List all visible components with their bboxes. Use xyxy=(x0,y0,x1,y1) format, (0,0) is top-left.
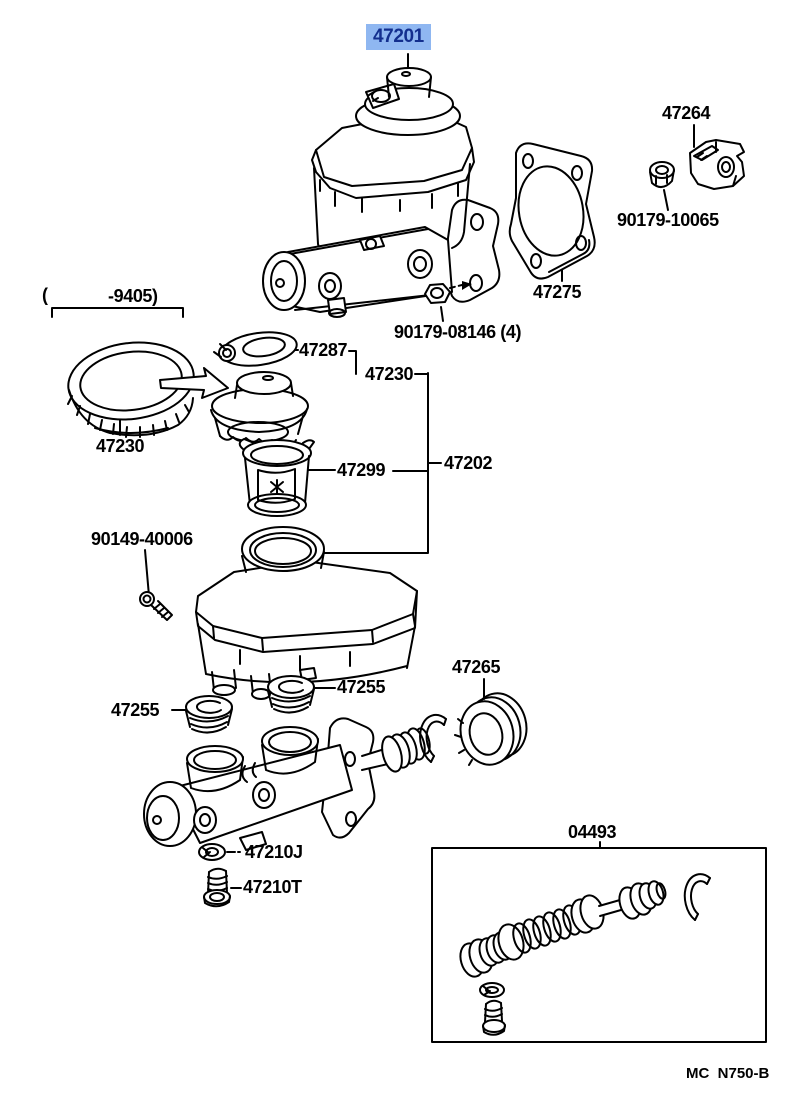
leader-lines xyxy=(51,53,695,889)
part-label-47264[interactable]: 47264 xyxy=(662,103,711,123)
part-label-47201[interactable]: 47201 xyxy=(366,24,431,50)
part-label-90179-10065[interactable]: 90179-10065 xyxy=(617,210,719,230)
bracket-47264-drawing xyxy=(689,139,745,190)
washer-47210J-drawing xyxy=(198,843,226,861)
part-label-47230-old[interactable]: 47230 xyxy=(96,436,145,456)
grommet-47255-left-drawing xyxy=(185,695,233,734)
screw-90149-40006-drawing xyxy=(139,591,173,621)
screw-47210T-drawing xyxy=(203,867,231,908)
part-label-47275[interactable]: 47275 xyxy=(533,282,582,302)
repair-kit-04493-drawing xyxy=(431,847,767,1043)
part-label-90149-40006[interactable]: 90149-40006 xyxy=(91,529,193,549)
model-range-label: -9405) xyxy=(108,286,158,306)
part-label-47255-left[interactable]: 47255 xyxy=(111,700,160,720)
strainer-47299-drawing xyxy=(238,438,315,517)
part-label-47202[interactable]: 47202 xyxy=(444,453,493,473)
upper-master-cylinder-drawing xyxy=(262,67,501,318)
part-label-47210J[interactable]: 47210J xyxy=(245,842,303,862)
part-label-47255-right[interactable]: 47255 xyxy=(337,677,386,697)
part-label-47265[interactable]: 47265 xyxy=(452,657,501,677)
reservoir-cap-47230-drawing xyxy=(210,371,309,445)
part-label-90179-08146[interactable]: 90179-08146 (4) xyxy=(394,322,522,342)
part-label-47230[interactable]: 47230 xyxy=(365,364,414,384)
grommet-47255-right-drawing xyxy=(267,675,315,714)
part-label-47287[interactable]: 47287 xyxy=(299,340,348,360)
lower-master-cylinder-drawing xyxy=(143,717,431,851)
float-47287-drawing xyxy=(213,331,298,367)
part-label-04493[interactable]: 04493 xyxy=(568,822,617,842)
nut-90179-08146-drawing xyxy=(424,281,472,304)
reservoir-cap-47230-old-drawing xyxy=(67,341,195,438)
snap-ring-drawing xyxy=(419,714,447,763)
part-label-47299[interactable]: 47299 xyxy=(337,460,386,480)
drawing-code: MC N750-B xyxy=(686,1065,770,1082)
model-range-open-paren: ( xyxy=(42,285,48,305)
nut-90179-10065-drawing xyxy=(649,161,675,188)
part-label-47210T[interactable]: 47210T xyxy=(243,877,302,897)
gasket-47275-drawing xyxy=(508,142,596,280)
boot-47265-drawing xyxy=(454,692,528,766)
reservoir-tank-drawing xyxy=(195,526,418,700)
replace-arrow-icon xyxy=(159,367,229,399)
